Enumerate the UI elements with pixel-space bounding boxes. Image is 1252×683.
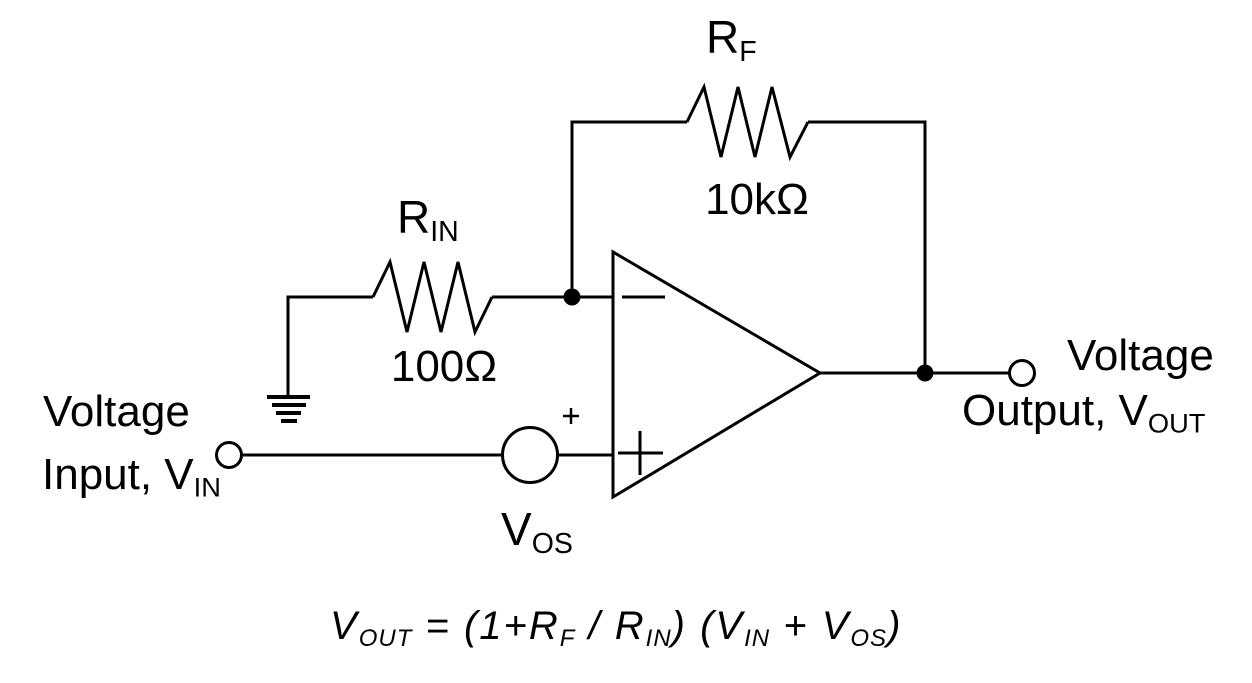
output-terminal-circle xyxy=(1008,359,1036,387)
formula-seg-1: OUT xyxy=(358,625,413,653)
vos-label: VOS xyxy=(501,506,573,559)
input-label-text: Input, V xyxy=(42,450,194,499)
formula-seg-10: ) xyxy=(887,604,903,648)
output-label-line2: Output, VOUT xyxy=(962,389,1205,437)
opamp-triangle xyxy=(611,249,823,500)
junction-dot-output xyxy=(916,364,934,382)
formula-seg-0: V xyxy=(330,604,359,648)
rin-symbol-sub: IN xyxy=(430,215,459,248)
rin-resistor-zigzag xyxy=(371,257,494,337)
junction-dot-inverting xyxy=(563,288,581,306)
ground-icon xyxy=(267,395,310,423)
transfer-function-formula: VOUT = (1+RF / RIN) (VIN + VOS) xyxy=(330,606,902,651)
rin-value: 100Ω xyxy=(390,342,498,391)
formula-seg-9: OS xyxy=(850,625,888,653)
vos-plus-icon xyxy=(563,408,579,424)
feedback-wire-left xyxy=(570,120,687,298)
input-label-line1: Voltage xyxy=(43,387,190,436)
formula-seg-6: ) (V xyxy=(671,604,745,648)
rf-label: RF xyxy=(706,14,757,67)
formula-seg-2: = (1+R xyxy=(412,604,560,648)
vos-source-circle xyxy=(501,426,559,484)
output-label-text: Output, V xyxy=(962,386,1148,435)
feedback-wire-right xyxy=(808,120,927,373)
input-label-sub: IN xyxy=(193,471,221,503)
rf-value: 10kΩ xyxy=(705,175,809,224)
formula-seg-8: + V xyxy=(770,604,851,648)
rf-symbol-sub: F xyxy=(739,35,757,68)
output-label-sub: OUT xyxy=(1147,407,1206,439)
formula-seg-4: / R xyxy=(575,604,646,648)
vos-symbol-sub: OS xyxy=(531,527,573,560)
formula-seg-5: IN xyxy=(645,625,672,653)
input-label-line2: Input, VIN xyxy=(42,453,221,501)
rf-resistor-zigzag xyxy=(685,82,810,162)
rin-symbol: R xyxy=(397,191,431,243)
rin-ground-wire xyxy=(286,295,373,396)
rin-label: RIN xyxy=(397,194,459,247)
formula-seg-7: IN xyxy=(744,625,771,653)
vos-symbol: V xyxy=(501,503,532,555)
rf-symbol: R xyxy=(706,11,740,63)
output-label-line1: Voltage xyxy=(1067,331,1214,380)
input-terminal-circle xyxy=(215,441,243,469)
formula-seg-3: F xyxy=(559,625,576,653)
opamp-plus-icon xyxy=(618,431,663,475)
